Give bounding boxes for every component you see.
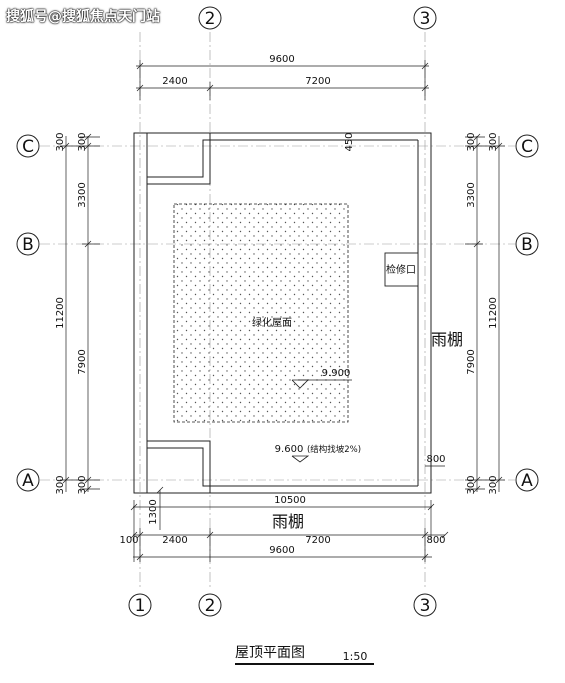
label-access-hatch: 检修口 bbox=[386, 263, 416, 276]
axis-label-2-top: 2 bbox=[205, 9, 216, 29]
axis-bubble-c-right bbox=[515, 134, 539, 158]
axis-bubbles bbox=[16, 6, 539, 617]
dim-left-300-b: 300 bbox=[77, 132, 88, 151]
dim-right-300-d: 300 bbox=[488, 475, 499, 494]
watermark-text: 搜狐号@搜狐焦点天门站 bbox=[6, 9, 160, 25]
label-elevation-roof: 9.600 bbox=[275, 444, 304, 455]
label-canopy-bottom: 雨棚 bbox=[272, 512, 304, 531]
green-roof-area bbox=[173, 203, 349, 423]
dim-left-300-d: 300 bbox=[77, 475, 88, 494]
dim-right-7900: 7900 bbox=[466, 349, 477, 374]
elevation-markers bbox=[291, 379, 352, 463]
label-green-roof: 绿化屋面 bbox=[252, 316, 292, 329]
dim-top-left: 2400 bbox=[162, 76, 187, 87]
dim-bottom-left: 2400 bbox=[162, 535, 187, 546]
axis-label-c-right: C bbox=[521, 137, 533, 157]
dim-right-300-c: 300 bbox=[466, 475, 477, 494]
axis-label-c-left: C bbox=[22, 137, 34, 157]
axis-label-3-bottom: 3 bbox=[420, 596, 431, 616]
axis-bubble-b-right bbox=[515, 232, 539, 256]
axis-bubble-a-right bbox=[515, 468, 539, 492]
axis-bubble-1-bottom bbox=[128, 593, 152, 617]
dim-left-3300: 3300 bbox=[77, 182, 88, 207]
access-hatch bbox=[384, 252, 419, 287]
label-elevation-green: 9.900 bbox=[322, 368, 351, 379]
dim-left-7900: 7900 bbox=[77, 349, 88, 374]
dim-right-300-b: 300 bbox=[488, 132, 499, 151]
roof-outer-outline bbox=[133, 132, 432, 494]
dim-bottom-overall: 10500 bbox=[274, 495, 306, 506]
dim-right-300-a: 300 bbox=[466, 132, 477, 151]
axis-label-b-right: B bbox=[521, 235, 533, 255]
label-slope-note: (结构找坡2%) bbox=[307, 444, 361, 455]
dim-overhang-1300: 1300 bbox=[148, 499, 159, 524]
axis-label-a-right: A bbox=[521, 471, 533, 491]
dim-right-11200: 11200 bbox=[488, 297, 499, 329]
axis-label-a-left: A bbox=[22, 471, 34, 491]
axis-bubble-3-bottom bbox=[413, 593, 437, 617]
axis-bubble-a-left bbox=[16, 468, 40, 492]
dim-right-3300: 3300 bbox=[466, 182, 477, 207]
dim-bottom-total: 9600 bbox=[269, 545, 294, 556]
dim-bottom-small: 100 bbox=[119, 535, 138, 546]
dim-bottom-mid: 7200 bbox=[305, 535, 330, 546]
building-walls bbox=[133, 132, 432, 494]
drawing-title: 屋顶平面图 bbox=[235, 645, 305, 661]
axis-bubble-3-top bbox=[413, 6, 437, 30]
axis-bubble-c-left bbox=[16, 134, 40, 158]
dim-left-11200: 11200 bbox=[55, 297, 66, 329]
dim-left-300-c: 300 bbox=[55, 475, 66, 494]
dim-left-300-a: 300 bbox=[55, 132, 66, 151]
dim-inner-450: 450 bbox=[344, 132, 355, 151]
dim-canopy-800: 800 bbox=[426, 454, 445, 465]
dim-top-right: 7200 bbox=[305, 76, 330, 87]
axis-label-1-bottom: 1 bbox=[135, 596, 146, 616]
drawing-scale: 1:50 bbox=[343, 650, 368, 663]
axis-label-b-left: B bbox=[22, 235, 34, 255]
dim-top-total: 9600 bbox=[269, 54, 294, 65]
dimension-lines bbox=[60, 60, 505, 562]
axis-bubble-2-bottom bbox=[198, 593, 222, 617]
axis-bubble-2-top bbox=[198, 6, 222, 30]
axis-bubble-b-left bbox=[16, 232, 40, 256]
label-canopy-right: 雨棚 bbox=[431, 330, 463, 349]
axis-label-2-bottom: 2 bbox=[205, 596, 216, 616]
axis-label-3-top: 3 bbox=[420, 9, 431, 29]
dim-bottom-right: 800 bbox=[426, 535, 445, 546]
